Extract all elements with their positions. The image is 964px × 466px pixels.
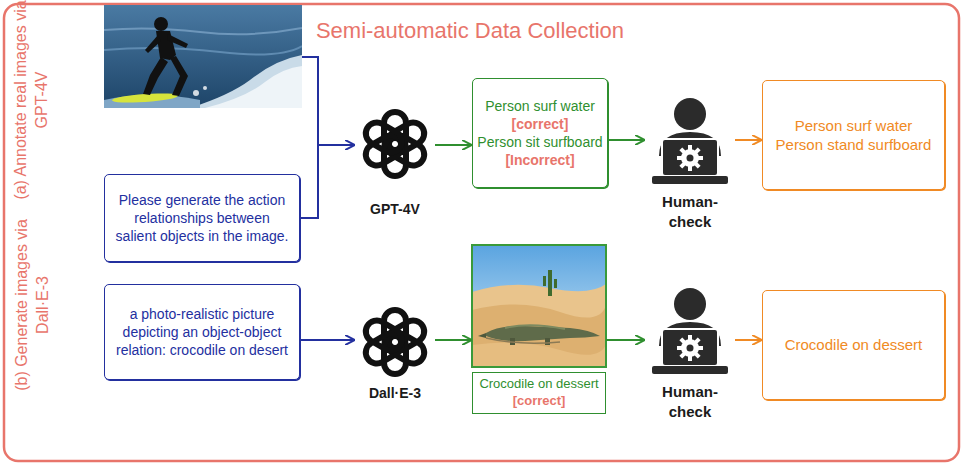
crocodile-image (472, 245, 606, 367)
node-text: Human- check (655, 382, 725, 421)
node-text: [Incorrect] (505, 151, 574, 169)
node-text: Human- check (655, 192, 725, 231)
outer-frame (4, 4, 959, 461)
bracket-line (302, 57, 318, 145)
result-box: Crocodile on dessert (762, 290, 945, 400)
flow-arrow (435, 144, 472, 146)
node-text: Crocodile on dessert (475, 376, 603, 393)
openai-logo (362, 310, 428, 374)
human-icon (652, 98, 728, 184)
generated-image-node: Crocodile on dessert[correct] (472, 245, 606, 414)
flow-arrow (435, 339, 472, 341)
model-node: GPT-4V (355, 100, 435, 218)
node-text: [correct] (475, 393, 603, 410)
row-label: (a) Annotate real images via GPT-4V (10, 0, 54, 205)
node-text: Dall·E-3 (369, 384, 421, 402)
human-icon (652, 288, 728, 374)
model-node: Dall·E-3 (355, 298, 435, 402)
annotation-box: Person surf water[correct]Person sit sur… (472, 78, 608, 188)
node-text: Person surf water (795, 116, 913, 136)
row-label: (b) Generate images via Dall·E-3 (10, 218, 54, 393)
node-text: GPT-4V (370, 200, 420, 218)
prompt-box: a photo-realistic picture depicting an o… (104, 284, 300, 380)
surfer-photo (104, 5, 302, 108)
node-text: Crocodile on dessert (785, 335, 923, 355)
result-box: Person surf waterPerson stand surfboard (762, 80, 945, 190)
node-text: Person surf water (485, 97, 595, 115)
image-border (472, 245, 606, 367)
openai-logo (362, 112, 428, 176)
flow-arrow (300, 145, 355, 218)
caption-box: Crocodile on dessert[correct] (472, 372, 606, 414)
node-text: Person sit surfboard (477, 133, 602, 151)
flow-arrow (735, 139, 762, 141)
flow-arrow (606, 339, 645, 341)
node-text: Please generate the action relationships… (113, 191, 291, 246)
human-check-node: Human- check (645, 92, 735, 231)
prompt-box: Please generate the action relationships… (104, 174, 300, 262)
node-text: [correct] (512, 115, 569, 133)
flow-arrow (608, 139, 645, 141)
human-check-node: Human- check (645, 282, 735, 421)
node-text: a photo-realistic picture depicting an o… (113, 305, 291, 360)
diagram-title: Semi-automatic Data Collection (220, 18, 720, 44)
flow-arrow (735, 339, 762, 341)
node-text: Person stand surfboard (776, 135, 932, 155)
flow-arrow (300, 339, 355, 341)
